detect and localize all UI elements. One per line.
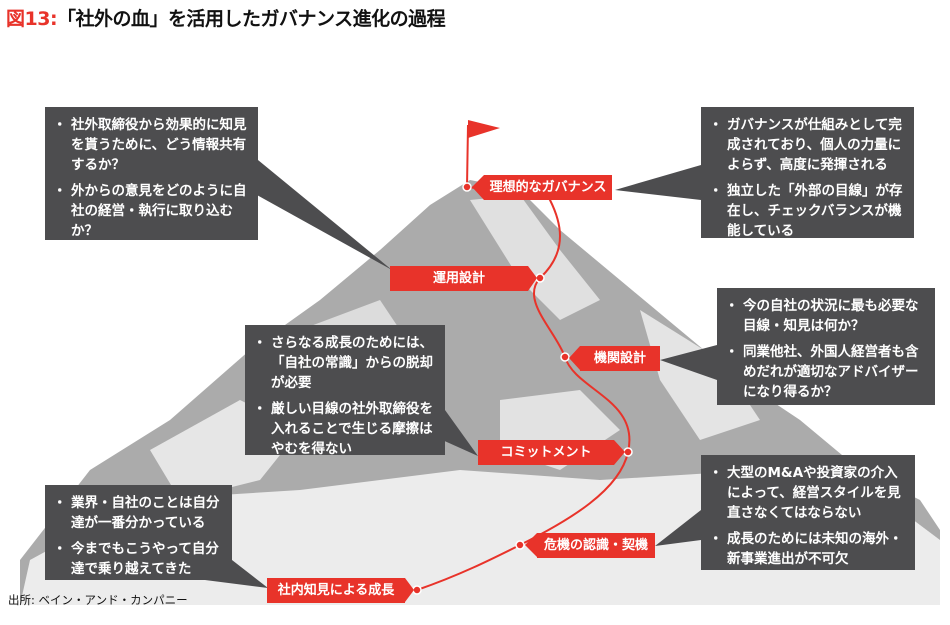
callout-tail [660,345,717,380]
callout-bullet: 厳しい目線の社外取締役を入れることで生じる摩擦はやむを得ない [253,399,435,459]
callout-commitment: さらなる成長のためには、「自社の常識」からの脱却が必要厳しい目線の社外取締役を入… [245,325,445,457]
callout-tail [205,560,268,588]
callout-internal: 業界・自社のことは自分達が一番分かっている今までもこうやって自分達で乗り越えてき… [45,485,232,580]
path-point [623,447,633,457]
figure-number: 図13: [6,8,58,30]
snow-patch [470,195,600,320]
callout-crisis: 大型のM&Aや投資家の介入によって、経営スタイルを見直さなくてはならない成長のた… [701,455,915,570]
callout-tail [615,165,701,200]
snow-patch [640,310,760,440]
stage-ideal-governance: 理想的なガバナンス [484,175,612,200]
path-point [412,585,422,595]
callout-bullet: 今の自社の状況に最も必要な目線・知見は何か？ [725,296,925,336]
stage-crisis-recognition: 危機の認識・契機 [537,533,655,558]
flag-icon [468,120,500,138]
callout-bullet: 成長のためには未知の海外・新事業進出が不可欠 [709,529,905,569]
callout-bullet: ガバナンスが仕組みとして完成されており、個人の力量によらず、高度に発揮される [709,115,904,175]
stage-organization-design: 機関設計 [580,346,660,371]
callout-operation: 社外取締役から効果的に知見を貰うために、どう情報共有するか？外からの意見をどのよ… [45,107,258,240]
path-point [462,182,472,192]
callout-tail [230,160,392,270]
path-point [535,273,545,283]
stage-commitment: コミットメント [478,440,614,465]
stage-operation-design: 運用設計 [390,266,528,291]
figure-title-text: 「社外の血」を活用したガバナンス進化の過程 [57,8,446,30]
callout-bullet: さらなる成長のためには、「自社の常識」からの脱却が必要 [253,333,435,393]
callout-bullet: 同業他社、外国人経営者も含めだれが適切なアドバイザーになり得るか？ [725,342,925,402]
callout-bullet: 大型のM&Aや投資家の介入によって、経営スタイルを見直さなくてはならない [709,463,905,523]
callout-bullet: 業界・自社のことは自分達が一番分かっている [53,493,222,533]
callout-bullet: 社外取締役から効果的に知見を貰うために、どう情報共有するか？ [53,115,248,175]
callout-organization: 今の自社の状況に最も必要な目線・知見は何か？ 同業他社、外国人経営者も含めだれが適… [717,288,935,405]
callout-bullet: 独立した「外部の目線」が存在し、チェックバランスが機能している [709,181,904,241]
callout-bullet: 外からの意見をどのように自社の経営・執行に取り込むか？ [53,181,248,241]
figure-title: 図13:「社外の血」を活用したガバナンス進化の過程 [6,4,446,31]
callout-bullet: 今までもこうやって自分達で乗り越えてきた [53,539,222,579]
path-point [515,540,525,550]
stage-internal-growth: 社内知見による成長 [267,578,405,603]
source-note: 出所: ベイン・アンド・カンパニー [8,593,188,607]
callout-ideal: ガバナンスが仕組みとして完成されており、個人の力量によらず、高度に発揮される独立… [701,107,914,241]
path-point [560,352,570,362]
callout-tail [655,510,701,546]
